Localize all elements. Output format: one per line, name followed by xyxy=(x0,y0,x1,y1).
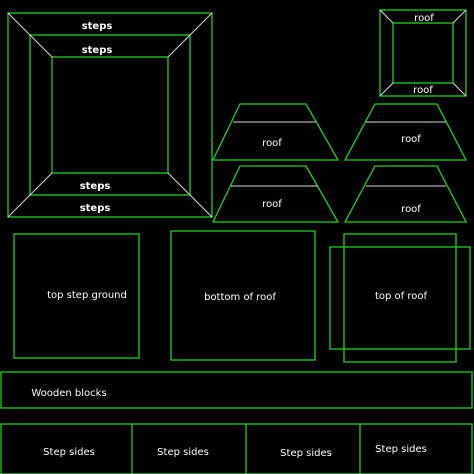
step-sides-strip: Step sides Step sides Step sides Step si… xyxy=(0,423,473,474)
step-sides-label-4: Step sides xyxy=(375,444,427,455)
roof-trapezoid-3-shape xyxy=(211,165,340,223)
bottom-of-roof-panel: bottom of roof xyxy=(170,230,316,361)
roof-trapezoid-4-label: roof xyxy=(401,204,421,215)
roof-trapezoid-1-shape xyxy=(211,103,340,161)
steps-diagonal-tr xyxy=(167,12,213,58)
top-of-roof-rect-a xyxy=(343,233,457,363)
steps-label-top-inner: steps xyxy=(82,45,113,56)
roof-small-diagonal-tl xyxy=(379,9,394,24)
top-step-ground-rect xyxy=(13,233,140,359)
top-of-roof-rect-b xyxy=(329,246,471,350)
roof-small-square-group: roof roof xyxy=(379,9,467,97)
roof-small-outer-square xyxy=(379,9,467,97)
steps-outer-square xyxy=(7,12,213,218)
roof-trapezoid-4-shape xyxy=(343,165,468,223)
roof-trapezoid-1-label: roof xyxy=(262,138,282,149)
steps-middle-square xyxy=(29,34,191,196)
steps-inner-square xyxy=(51,56,169,174)
steps-diagonal-br xyxy=(167,172,213,218)
steps-pyramid-group: steps steps steps steps xyxy=(7,12,213,218)
roof-small-inner-square xyxy=(392,22,454,84)
step-sides-label-2: Step sides xyxy=(157,447,209,458)
steps-diagonal-tl xyxy=(7,12,53,58)
roof-trapezoid-3: roof xyxy=(211,165,340,223)
roof-small-label-top: roof xyxy=(414,13,434,24)
wooden-blocks-rect xyxy=(0,371,473,409)
roof-small-diagonal-br xyxy=(452,82,467,97)
bottom-of-roof-rect xyxy=(170,230,316,361)
steps-label-bottom-inner: steps xyxy=(80,181,111,192)
top-step-ground-label: top step ground xyxy=(47,290,127,301)
roof-trapezoid-2-label: roof xyxy=(401,134,421,145)
step-sides-outer-rect xyxy=(0,423,473,474)
steps-label-bottom-outer: steps xyxy=(80,203,111,214)
roof-trapezoid-1: roof xyxy=(211,103,340,161)
steps-label-top-outer: steps xyxy=(82,21,113,32)
roof-trapezoid-3-label: roof xyxy=(262,199,282,210)
step-sides-label-3: Step sides xyxy=(280,448,332,459)
roof-small-diagonal-tr xyxy=(452,9,467,24)
bottom-of-roof-label: bottom of roof xyxy=(204,292,276,303)
step-sides-label-1: Step sides xyxy=(43,447,95,458)
roof-trapezoid-4: roof xyxy=(343,165,468,223)
top-step-ground-panel: top step ground xyxy=(13,233,140,359)
roof-small-diagonal-bl xyxy=(379,82,394,97)
top-of-roof-panel: top of roof xyxy=(329,233,471,363)
steps-diagonal-bl xyxy=(7,172,53,218)
roof-trapezoid-2-shape xyxy=(343,103,468,161)
wooden-blocks-label: Wooden blocks xyxy=(31,388,106,399)
top-of-roof-label: top of roof xyxy=(375,291,428,302)
roof-small-label-bottom: roof xyxy=(413,85,433,96)
wooden-blocks-panel: Wooden blocks xyxy=(0,371,473,409)
roof-trapezoid-2: roof xyxy=(343,103,468,161)
